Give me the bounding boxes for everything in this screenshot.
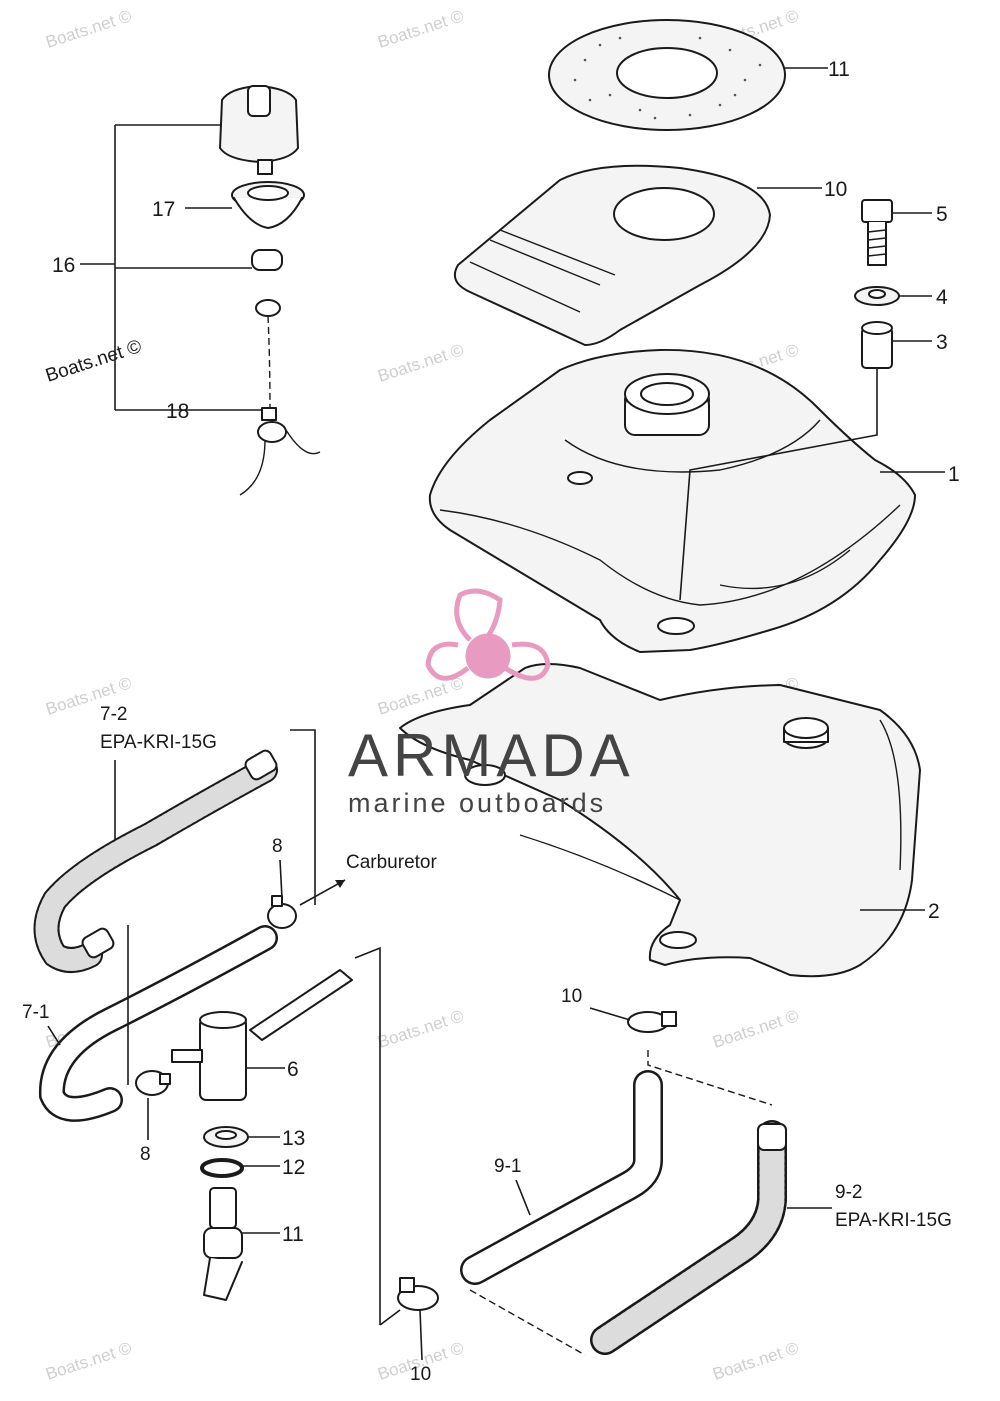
part-15-foam-ring [548, 19, 786, 131]
part-label-7-1: 7-1 [22, 1002, 49, 1023]
part-2-tank-lower [399, 663, 921, 978]
watermark-text: Boats.net © [710, 1006, 801, 1052]
part-16-cap-assembly [219, 85, 299, 175]
part-11-drain-screw [203, 1187, 243, 1301]
part-18-tether [239, 299, 321, 496]
part-label-15: 11 [828, 58, 850, 81]
part-label-4: 4 [936, 286, 948, 309]
part-6-fuel-cock [171, 969, 353, 1101]
part-13-washer [203, 1126, 249, 1148]
watermark-text: Boats.net © [710, 1338, 801, 1384]
part-label-17: 17 [152, 198, 175, 221]
part-1-tank-upper [428, 348, 916, 653]
part-10-clip-lower [397, 1277, 439, 1311]
part-label-3: 3 [936, 331, 948, 354]
part-label-10-lower: 10 [410, 1364, 431, 1385]
part-label-9-1: 9-1 [494, 1156, 521, 1177]
watermark-text: Boats.net © [43, 1338, 134, 1384]
part-14-pad [454, 164, 771, 346]
part-label-6: 6 [287, 1058, 299, 1081]
propeller-icon [425, 588, 551, 681]
part-7-2-braided-hose [33, 749, 278, 973]
part-12-o-ring [200, 1158, 244, 1178]
part-label-16: 16 [52, 254, 75, 277]
epa-note-9-2: EPA-KRI-15G [835, 1210, 952, 1231]
cap-clip [251, 249, 283, 271]
brand-name: ARMADA [348, 722, 635, 789]
armada-logo: ARMADA marine outboards [348, 588, 635, 818]
part-label-10-upper: 10 [561, 986, 582, 1007]
watermark-text-dark: Boats.net © [43, 336, 144, 387]
brand-tagline: marine outboards [348, 788, 606, 818]
part-3-collar [861, 321, 893, 369]
epa-note-7-2: EPA-KRI-15G [100, 732, 217, 753]
part-label-11: 11 [282, 1223, 304, 1246]
part-label-14: 10 [824, 178, 847, 201]
watermark-text: Boats.net © [375, 1006, 466, 1052]
part-label-5: 5 [936, 203, 948, 226]
part-label-12: 12 [282, 1156, 305, 1179]
part-label-7-2: 7-2 [100, 704, 127, 725]
part-9-1-hose [460, 1070, 663, 1285]
part-17-cap-gasket [231, 181, 305, 229]
part-label-8-upper: 8 [272, 836, 283, 857]
part-label-13: 13 [282, 1127, 305, 1150]
part-label-18: 18 [166, 400, 189, 423]
watermark-text: Boats.net © [375, 6, 466, 52]
part-label-9-2: 9-2 [835, 1182, 862, 1203]
watermark-text: Boats.net © [43, 6, 134, 52]
watermark-text: Boats.net © [375, 340, 466, 386]
part-label-1: 1 [948, 463, 960, 486]
part-9-2-braided-hose [590, 1120, 787, 1355]
part-label-8-lower: 8 [140, 1144, 151, 1165]
part-5-bolt [861, 199, 893, 266]
carburetor-note: Carburetor [346, 852, 437, 873]
callouts: 11 10 5 4 3 1 2 17 16 18 7-2 EPA-KRI-15G… [22, 58, 960, 1385]
assembly-lines [114, 124, 878, 1356]
part-7-1-hose [38, 925, 278, 1122]
part-8-clip-upper [267, 895, 297, 929]
part-4-washer [854, 286, 900, 306]
part-10-clip-upper [627, 1011, 677, 1033]
part-label-2: 2 [928, 900, 940, 923]
part-8-clip-lower [135, 1070, 171, 1096]
